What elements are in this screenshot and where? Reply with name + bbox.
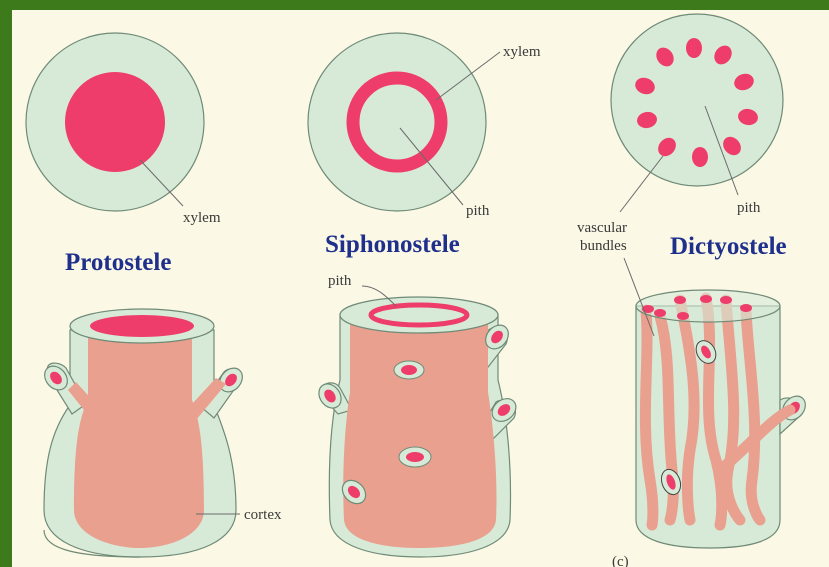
- siphonostele-stem-core: [343, 318, 496, 548]
- siphonostele-outer-circle: [308, 33, 486, 211]
- siphonostele-pith-label-3d: pith: [328, 273, 352, 289]
- siphonostele-top-outer: [340, 297, 498, 333]
- vascular-bundle: [692, 147, 708, 167]
- protostele-xylem-label: xylem: [183, 210, 221, 226]
- siphonostele-title: Siphonostele: [325, 231, 460, 258]
- protostele-stem-core: [74, 325, 204, 548]
- siphonostele-leaf-gap-lower-xylem: [406, 452, 424, 462]
- protostele-title: Protostele: [65, 249, 171, 276]
- siphonostele-pith-label: pith: [466, 203, 490, 219]
- siphonostele-stem: pith: [314, 273, 520, 557]
- vascular-bundle: [674, 296, 686, 304]
- siphonostele-xylem-label: xylem: [503, 44, 541, 60]
- dictyostele-stem: (c): [612, 258, 810, 567]
- vascular-bundle: [677, 312, 689, 320]
- dictyostele-vascular-label-1: vascular: [577, 220, 627, 236]
- protostele-top-xylem: [90, 315, 194, 337]
- protostele-stem: cortex: [40, 309, 282, 557]
- protostele-cortex-label: cortex: [244, 507, 282, 523]
- siphonostele-cross-section: xylem pith: [308, 33, 541, 219]
- figure-part-label: (c): [612, 554, 629, 567]
- dictyostele-cross-section: pith vascular bundles: [577, 14, 783, 254]
- protostele-xylem-core: [65, 72, 165, 172]
- dictyostele-vascular-label-2: bundles: [580, 238, 627, 254]
- vascular-bundle: [686, 38, 702, 58]
- siphonostele-leaf-gap-upper-xylem: [401, 365, 417, 375]
- figure-panel: xylem Protostele xylem pith Siphonostele…: [12, 10, 829, 567]
- vascular-bundle: [740, 304, 752, 312]
- dictyostele-title: Dictyostele: [670, 233, 787, 260]
- vascular-bundle: [720, 296, 732, 304]
- protostele-cross-section: xylem: [26, 33, 221, 226]
- dictyostele-top-outer: [636, 290, 780, 322]
- vascular-bundle: [700, 295, 712, 303]
- stele-diagram: xylem Protostele xylem pith Siphonostele…: [12, 10, 829, 567]
- vascular-bundle: [654, 309, 666, 317]
- dictyostele-pith-label: pith: [737, 200, 761, 216]
